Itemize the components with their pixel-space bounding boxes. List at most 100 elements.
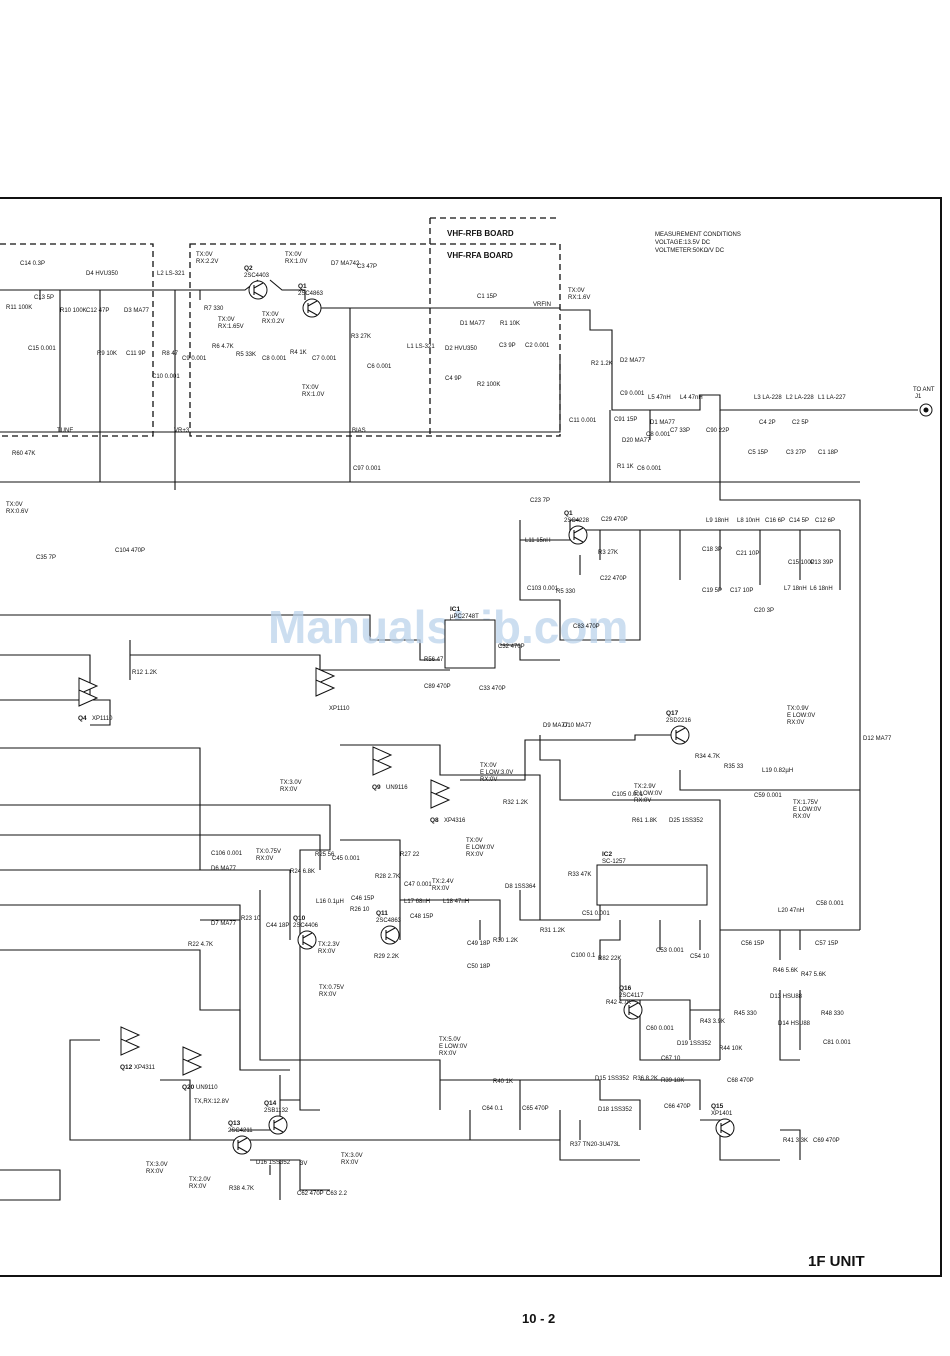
component-label: R38 4.7K bbox=[229, 1186, 254, 1192]
component-label: C10 0.001 bbox=[152, 374, 180, 380]
component-label: R33 47K bbox=[568, 872, 591, 878]
transistor-leads bbox=[675, 727, 686, 743]
component-label: L2 LS-321 bbox=[157, 271, 185, 277]
component-label: C103 0.001 bbox=[527, 586, 559, 592]
component-label: R24 6.8K bbox=[290, 869, 315, 875]
component-label: C11 9P bbox=[126, 351, 146, 357]
transistor-part: 2SC4863 bbox=[298, 291, 324, 297]
transistor-ref: Q1 bbox=[298, 283, 307, 290]
net-vrfin: VRFIN bbox=[533, 302, 551, 308]
voltage-label: TX:0V bbox=[196, 252, 213, 258]
component-label: R3 27K bbox=[351, 334, 371, 340]
ic-part: SC-1257 bbox=[602, 859, 626, 865]
component-label: C58 0.001 bbox=[816, 901, 844, 907]
component-label: C81 0.001 bbox=[823, 1040, 851, 1046]
transistor-symbol bbox=[268, 1115, 288, 1135]
logic-ref: Q12 bbox=[120, 1064, 133, 1071]
component-label: C62 470P bbox=[297, 1191, 324, 1197]
voltage-annotations: TX:0VRX:2.2VTX:0VRX:1.0VTX:0VRX:1.65VTX:… bbox=[6, 252, 821, 1190]
component-label: C32 470P bbox=[498, 644, 525, 650]
voltage-label: TX:0.9V bbox=[787, 706, 809, 712]
component-label: D3 MA77 bbox=[124, 308, 150, 314]
voltage-label: TX:0V bbox=[262, 312, 279, 318]
buffer-triangle bbox=[372, 746, 393, 764]
component-label: C15 0.001 bbox=[28, 346, 56, 352]
transistor-leads bbox=[307, 300, 318, 316]
voltage-label: E LOW:0V bbox=[439, 1044, 467, 1050]
component-label: R47 5.6K bbox=[801, 972, 826, 978]
component-label: D15 1SS352 bbox=[595, 1076, 630, 1082]
transistor-leads bbox=[253, 282, 264, 298]
component-label: L1 LS-321 bbox=[407, 344, 435, 350]
voltage-label: RX:1.0V bbox=[285, 259, 307, 265]
buffer-triangle-2 bbox=[182, 1058, 203, 1076]
transistor-symbol bbox=[670, 725, 690, 745]
component-label: D18 1SS352 bbox=[598, 1107, 633, 1113]
component-label: L1 LA-227 bbox=[818, 395, 846, 401]
buffer-triangle-2 bbox=[120, 1038, 141, 1056]
voltage-label: TX,RX:12.8V bbox=[194, 1099, 229, 1105]
component-label: R31 1.2K bbox=[540, 928, 565, 934]
buffer-triangle bbox=[315, 667, 336, 685]
voltage-label: TX:0V bbox=[480, 763, 497, 769]
component-label: C56 15P bbox=[741, 941, 764, 947]
ic-ref: IC1 bbox=[450, 606, 461, 613]
logic-part: XP4316 bbox=[444, 818, 466, 824]
component-label: C13 5P bbox=[34, 295, 54, 301]
component-label: C14 0.3P bbox=[20, 261, 45, 267]
transistor-leads bbox=[628, 1002, 639, 1018]
component-label: D7 MA742 bbox=[331, 261, 360, 267]
component-label: C49 18P bbox=[467, 941, 490, 947]
component-label: D20 MA77 bbox=[622, 438, 651, 444]
component-label: C46 15P bbox=[351, 896, 374, 902]
voltage-label: RX:1.65V bbox=[218, 324, 244, 330]
component-label: C20 3P bbox=[754, 608, 774, 614]
component-label: C3 47P bbox=[357, 264, 377, 270]
voltage-label: E LOW:3.0V bbox=[480, 770, 513, 776]
component-label: D2 MA77 bbox=[620, 358, 646, 364]
transistors: Q22SC4403Q12SC4863Q12SC4228Q172SD2216Q10… bbox=[228, 265, 735, 1155]
voltage-label: E LOW:0V bbox=[787, 713, 815, 719]
component-label: R6 4.7K bbox=[212, 344, 234, 350]
component-label: R4 1K bbox=[290, 350, 307, 356]
buffer-triangle bbox=[182, 1046, 203, 1064]
antenna-connector: TO ANT J1 bbox=[913, 387, 935, 417]
voltage-label: RX:0V bbox=[341, 1160, 358, 1166]
logic-ref: Q4 bbox=[78, 715, 87, 722]
component-label: R82 22K bbox=[598, 956, 621, 962]
voltage-label: TX:0.75V bbox=[319, 985, 344, 991]
component-label: R27 22 bbox=[400, 852, 420, 858]
component-label: L3 LA-228 bbox=[754, 395, 782, 401]
voltage-label: TX:3.0V bbox=[280, 780, 302, 786]
component-label: C66 470P bbox=[664, 1104, 691, 1110]
component-label: L7 18nH bbox=[784, 586, 807, 592]
component-label: C1 15P bbox=[477, 294, 497, 300]
component-label: R22 4.7K bbox=[188, 942, 213, 948]
component-label: C63 2.2 bbox=[326, 1191, 348, 1197]
transistor-symbol bbox=[380, 925, 400, 945]
transistor-ref: Q1 bbox=[564, 510, 573, 517]
transistor-symbol bbox=[248, 280, 268, 300]
voltage-label: RX:0.6V bbox=[6, 509, 28, 515]
component-label: R1 1K bbox=[617, 464, 634, 470]
component-label: C91 15P bbox=[614, 417, 637, 423]
component-label: C15 100P bbox=[788, 560, 815, 566]
component-label: R28 2.7K bbox=[375, 874, 400, 880]
ic-body bbox=[596, 864, 708, 906]
voltage-label: TX:2.4V bbox=[432, 879, 454, 885]
ic-part: µPC2748T bbox=[450, 614, 479, 620]
voltage-label: RX:0V bbox=[189, 1184, 206, 1190]
transistor-part: 2SC4228 bbox=[564, 518, 590, 524]
component-label: C65 470P bbox=[522, 1106, 549, 1112]
transistor-part: 2SD2216 bbox=[666, 718, 692, 724]
voltage-label: RX:0V bbox=[319, 992, 336, 998]
component-label: C22 470P bbox=[600, 576, 627, 582]
